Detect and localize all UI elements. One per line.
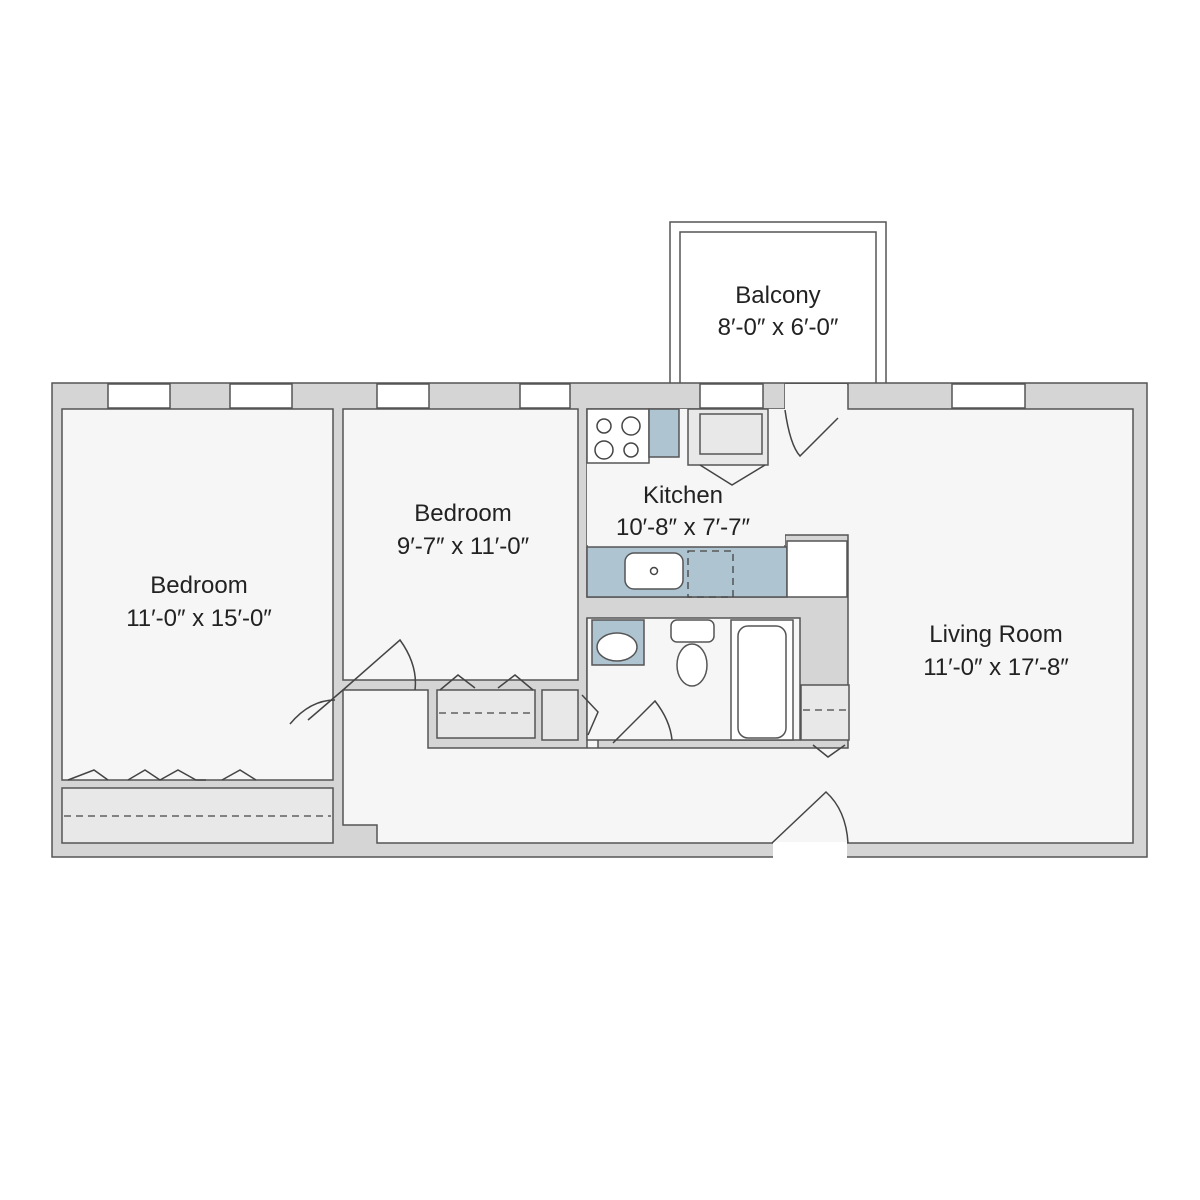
linen-closet <box>541 689 579 741</box>
svg-text:Kitchen: Kitchen <box>643 482 723 509</box>
entry-door-opening[interactable] <box>773 842 847 858</box>
utility-closet <box>800 684 850 741</box>
svg-text:Bedroom: Bedroom <box>414 500 511 527</box>
bedroom-1-floor <box>61 408 334 781</box>
room-label-kitchen: Kitchen 10′-8″ x 7′-7″ <box>616 482 751 541</box>
room-label-living-room: Living Room 11′-0″ x 17′-8″ <box>923 621 1069 681</box>
svg-text:8′-0″ x 6′-0″: 8′-0″ x 6′-0″ <box>718 314 839 341</box>
svg-text:10′-8″ x 7′-7″: 10′-8″ x 7′-7″ <box>616 514 751 541</box>
windows <box>107 383 1026 409</box>
toilet-tank <box>670 619 715 643</box>
balcony-door-opening[interactable] <box>785 384 847 410</box>
bedroom-2-closet <box>436 689 536 739</box>
pantry-shelf <box>699 413 763 455</box>
svg-text:Living Room: Living Room <box>929 621 1062 648</box>
svg-text:11′-0″ x 17′-8″: 11′-0″ x 17′-8″ <box>923 654 1069 681</box>
kitchen-counter <box>586 546 788 598</box>
svg-text:11′-0″ x 15′-0″: 11′-0″ x 15′-0″ <box>126 605 272 632</box>
doors[interactable] <box>67 409 849 844</box>
refrigerator-icon <box>786 540 848 598</box>
balcony <box>669 221 887 385</box>
bathtub-basin-icon <box>737 625 787 739</box>
svg-text:9′-7″ x 11′-0″: 9′-7″ x 11′-0″ <box>397 533 530 560</box>
counter-small <box>648 408 680 458</box>
room-label-bedroom-2: Bedroom 9′-7″ x 11′-0″ <box>397 500 530 560</box>
room-label-bedroom-1: Bedroom 11′-0″ x 15′-0″ <box>126 572 272 632</box>
svg-text:Bedroom: Bedroom <box>150 572 247 599</box>
dishwasher <box>687 550 734 598</box>
svg-text:Balcony: Balcony <box>735 282 820 309</box>
kitchen-sink-icon <box>624 552 684 590</box>
bathroom-sink-icon <box>596 632 638 662</box>
bedroom-2-floor <box>342 408 579 681</box>
toilet-icon <box>676 643 708 687</box>
room-label-balcony: Balcony 8′-0″ x 6′-0″ <box>718 282 839 341</box>
stove-icon <box>586 408 650 464</box>
